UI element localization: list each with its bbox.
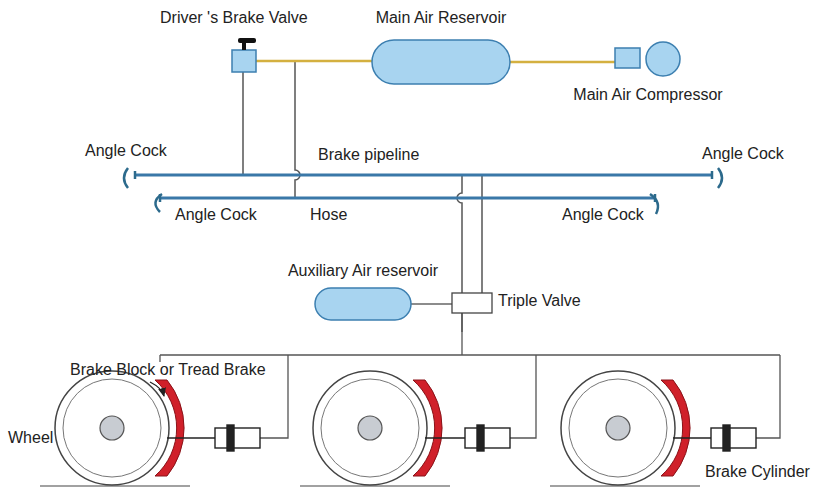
node-label: Main Air Reservoir	[376, 8, 507, 28]
brake-valve-shape	[232, 50, 256, 72]
pipe-label: Hose	[310, 205, 347, 225]
reservoir-tank: Auxiliary Air reservoir	[315, 288, 411, 320]
node-label: Auxiliary Air reservoir	[288, 261, 438, 281]
air-line	[411, 303, 452, 304]
part-label: Wheel	[8, 428, 53, 448]
compressor-symbol: Main Air Compressor	[615, 41, 681, 77]
part-label: Angle Cock	[702, 144, 784, 164]
hose-line	[160, 197, 655, 200]
leader-line	[150, 382, 164, 396]
air-line	[510, 61, 615, 64]
part-label: Brake Block or Tread Brake	[70, 360, 266, 380]
brake-valve: Driver 's Brake Valve	[232, 50, 256, 72]
part-label: Angle Cock	[175, 205, 257, 225]
part-label: Brake Cylinder	[705, 462, 810, 482]
node-label: Driver 's Brake Valve	[160, 8, 308, 28]
compressor-symbol-shape	[615, 41, 681, 77]
triple-valve-shape	[452, 293, 492, 313]
reservoir-tank: Main Air Reservoir	[372, 40, 510, 84]
part-label: Angle Cock	[562, 205, 644, 225]
reservoir-tank-shape	[315, 288, 411, 320]
node-label: Triple Valve	[498, 291, 581, 311]
triple-valve: Triple Valve	[452, 293, 492, 313]
brake-cylinders	[167, 425, 756, 451]
node-label: Main Air Compressor	[573, 85, 722, 105]
part-label: Angle Cock	[85, 141, 167, 161]
wheels	[40, 371, 700, 486]
reservoir-tank-shape	[372, 40, 510, 84]
pipe-label: Brake pipeline	[318, 145, 419, 165]
air-line	[256, 60, 372, 63]
brake-pipeline	[135, 174, 712, 177]
